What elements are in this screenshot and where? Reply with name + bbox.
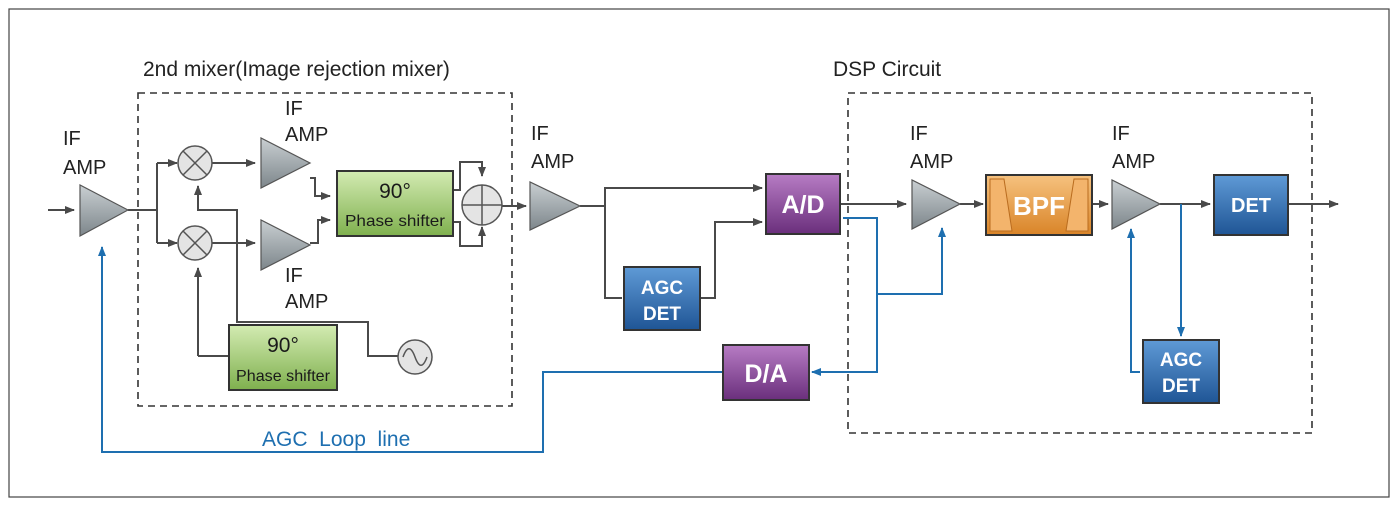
phase-shifter-upper: 90° Phase shifter	[336, 170, 454, 237]
summer-icon	[461, 184, 503, 226]
agc-det-2-line2: DET	[1162, 376, 1200, 397]
agc-det-block-1: AGC DET	[623, 266, 701, 331]
phase-shifter-lower-label: Phase shifter	[236, 368, 331, 385]
mixer-upper-icon	[177, 145, 213, 181]
agc-loop-label: AGC Loop line	[262, 428, 410, 451]
ad-converter-block: A/D	[765, 173, 841, 235]
agc-det-2-line1: AGC	[1160, 350, 1203, 371]
da-converter-block: D/A	[722, 344, 810, 401]
if-amp-lower-label-1: IF	[285, 265, 303, 287]
if-amp-lower-label-2: AMP	[285, 291, 328, 313]
agc-det-block-2: AGC DET	[1142, 339, 1220, 404]
if-amp-dsp1-label-2: AMP	[910, 151, 953, 173]
phase-shifter-lower-angle: 90°	[267, 334, 299, 357]
if-amp-mixer-lower	[260, 219, 312, 271]
bpf-block: BPF	[985, 174, 1093, 236]
if-amp-dsp2-label-2: AMP	[1112, 151, 1155, 173]
if-amp-upper-label-1: IF	[285, 98, 303, 120]
if-amp-main-label-1: IF	[531, 123, 549, 145]
if-amp-input	[79, 184, 130, 238]
phase-shifter-upper-angle: 90°	[379, 180, 411, 203]
dsp-section-title: DSP Circuit	[833, 58, 941, 81]
det-block: DET	[1213, 174, 1289, 236]
mixer-lower-icon	[177, 225, 213, 261]
da-converter-label: D/A	[744, 360, 787, 388]
if-amp-dsp-1	[911, 179, 962, 230]
if-amp-input-label-1: IF	[63, 128, 81, 150]
agc-det-1-line2: DET	[643, 304, 681, 325]
mixer-section-box	[137, 92, 513, 407]
if-amp-dsp-2	[1111, 179, 1162, 230]
if-amp-dsp2-label-1: IF	[1112, 123, 1130, 145]
if-amp-dsp1-label-1: IF	[910, 123, 928, 145]
if-amp-main	[529, 181, 582, 231]
outer-frame	[8, 8, 1390, 498]
oscillator-icon	[397, 339, 433, 375]
if-amp-main-label-2: AMP	[531, 151, 574, 173]
phase-shifter-lower: 90° Phase shifter	[228, 324, 338, 391]
bpf-label: BPF	[1013, 191, 1065, 221]
if-amp-upper-label-2: AMP	[285, 124, 328, 146]
det-label: DET	[1231, 195, 1271, 217]
if-amp-mixer-upper	[260, 137, 312, 189]
dsp-section-box	[847, 92, 1313, 434]
agc-det-1-line1: AGC	[641, 278, 684, 299]
ad-converter-label: A/D	[781, 191, 824, 219]
phase-shifter-upper-label: Phase shifter	[345, 213, 446, 230]
if-amp-input-label-2: AMP	[63, 157, 106, 179]
mixer-section-title: 2nd mixer(Image rejection mixer)	[143, 58, 450, 81]
